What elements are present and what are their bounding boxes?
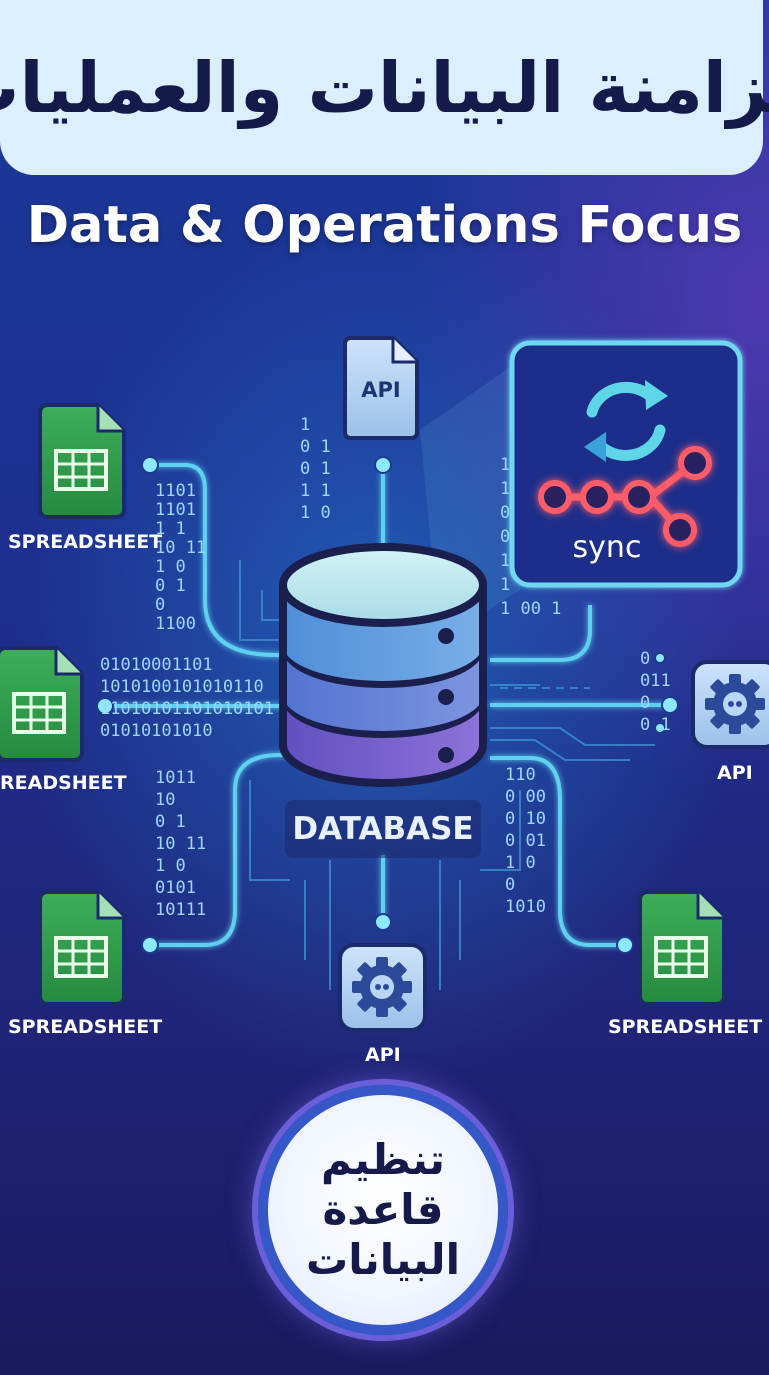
api-label-bottom: API bbox=[365, 1044, 401, 1066]
binary-digits: 01010001101 bbox=[100, 655, 213, 675]
binary-digits: 0 bbox=[155, 595, 165, 615]
binary-digits: 1101 bbox=[155, 500, 196, 520]
binary-digits: 1 bbox=[500, 575, 510, 595]
endpoint-dot bbox=[654, 652, 666, 664]
binary-digits: 1 0 bbox=[155, 856, 186, 876]
binary-digits: 1 1 bbox=[300, 481, 331, 501]
endpoint-dot bbox=[374, 456, 392, 474]
binary-digits: 10 11 bbox=[155, 538, 206, 558]
endpoint-dot bbox=[374, 913, 392, 931]
endpoint-dot bbox=[616, 936, 634, 954]
binary-digits: 1101 bbox=[155, 481, 196, 501]
spreadsheet-icon-mid-left bbox=[0, 646, 84, 762]
binary-digits: 0101 bbox=[155, 878, 196, 898]
page-subtitle: Data & Operations Focus bbox=[26, 196, 743, 255]
binary-stream-right-upper: 1 1 0 0 1 1 1 00 1 bbox=[500, 455, 561, 619]
binary-digits: 0 bbox=[500, 503, 510, 523]
binary-digits: 10 bbox=[155, 790, 175, 810]
spreadsheet-label-mid-left: READSHEET bbox=[0, 772, 127, 794]
spreadsheet-icon-bottom-left bbox=[38, 890, 126, 1006]
database-label: DATABASE bbox=[285, 800, 481, 858]
binary-digits: 1 bbox=[500, 551, 510, 571]
endpoint-dot bbox=[141, 936, 159, 954]
binary-stream-top: 10 10 11 11 0 bbox=[300, 415, 331, 523]
circuit-traces bbox=[239, 560, 655, 990]
binary-digits: 1 bbox=[500, 479, 510, 499]
binary-digits: 110 bbox=[505, 765, 536, 785]
binary-stream-right-lower: 1100 000 100 011 001010 bbox=[505, 765, 546, 917]
sync-arrow-head bbox=[645, 380, 668, 410]
endpoint-dot bbox=[96, 697, 114, 715]
spreadsheet-label-bottom-left: SPREADSHEET bbox=[8, 1016, 163, 1038]
binary-digits: 0 1 bbox=[155, 812, 186, 832]
binary-digits: 1 0 bbox=[155, 557, 186, 577]
page-title: مزامنة البيانات والعمليات bbox=[0, 46, 769, 129]
binary-digits: 01010101010 bbox=[100, 721, 213, 741]
binary-stream-left-middle: 0101000110110101001010101101101010110101… bbox=[100, 655, 274, 741]
binary-digits: 1100 bbox=[155, 614, 196, 634]
api-document-label: API bbox=[361, 378, 401, 402]
spreadsheet-label-bottom-right: SPREADSHEET bbox=[608, 1016, 763, 1038]
line-top-left bbox=[150, 463, 300, 657]
spreadsheet-label-top-left: SPREADSHEET bbox=[8, 531, 163, 553]
api-gear-icon-bottom bbox=[338, 943, 427, 1032]
spreadsheet-icon-bottom-right bbox=[638, 890, 726, 1006]
binary-digits: 0 1 bbox=[300, 437, 331, 457]
sync-arrow-head bbox=[584, 432, 606, 462]
circuit-lines bbox=[105, 463, 670, 947]
binary-digits: 11010101101010101 bbox=[100, 699, 274, 719]
sync-panel bbox=[509, 340, 743, 588]
binary-digits: 1 00 1 bbox=[500, 599, 561, 619]
line-right-upper bbox=[490, 605, 592, 662]
binary-digits: 0 10 bbox=[505, 809, 546, 829]
api-label-right: API bbox=[717, 762, 753, 784]
api-document-icon bbox=[343, 336, 419, 440]
sync-arrows-icon bbox=[586, 381, 666, 461]
badge-line-1: تنظيم bbox=[321, 1135, 445, 1184]
line-bottom-left bbox=[150, 753, 300, 947]
endpoint-dot bbox=[661, 696, 679, 714]
binary-digits: 10111 bbox=[155, 900, 206, 920]
spreadsheet-icon-top-left bbox=[38, 403, 126, 519]
api-gear-icon-right bbox=[691, 660, 769, 749]
sync-label: sync bbox=[572, 530, 642, 565]
node-network-icon bbox=[538, 446, 712, 547]
badge-line-3: البيانات bbox=[306, 1235, 460, 1284]
binary-digits: 0 bbox=[505, 875, 515, 895]
badge-line-2: قاعدة bbox=[322, 1185, 444, 1234]
endpoint-dot bbox=[654, 722, 666, 734]
binary-digits: 011 bbox=[640, 671, 671, 691]
binary-digits: 10 11 bbox=[155, 834, 206, 854]
binary-digits: 0 1 bbox=[640, 715, 671, 735]
endpoint-dots bbox=[96, 456, 679, 954]
binary-digits: 1011 bbox=[155, 768, 196, 788]
binary-digits: 0 bbox=[500, 527, 510, 547]
binary-digits: 1 bbox=[500, 455, 510, 475]
binary-digits: 1 bbox=[300, 415, 310, 435]
binary-digits: 1 0 bbox=[505, 853, 536, 873]
title-banner: مزامنة البيانات والعمليات bbox=[0, 0, 769, 175]
database-icon bbox=[279, 543, 487, 787]
binary-digits: 1010 bbox=[505, 897, 546, 917]
binary-digits: 0 1 bbox=[155, 576, 186, 596]
binary-digits: 0 bbox=[640, 693, 650, 713]
binary-digits: 0 1 bbox=[300, 459, 331, 479]
binary-digits: 0 bbox=[640, 649, 650, 669]
binary-digits: 0 01 bbox=[505, 831, 546, 851]
line-bottom-right bbox=[490, 756, 625, 947]
binary-digits: 1010100101010110 bbox=[100, 677, 264, 697]
badge-circle: تنظيم قاعدة البيانات bbox=[258, 1085, 508, 1335]
binary-digits: 0 00 bbox=[505, 787, 546, 807]
binary-digits: 1 0 bbox=[300, 503, 331, 523]
binary-digits: 1 1 bbox=[155, 519, 186, 539]
endpoint-dot bbox=[141, 456, 159, 474]
